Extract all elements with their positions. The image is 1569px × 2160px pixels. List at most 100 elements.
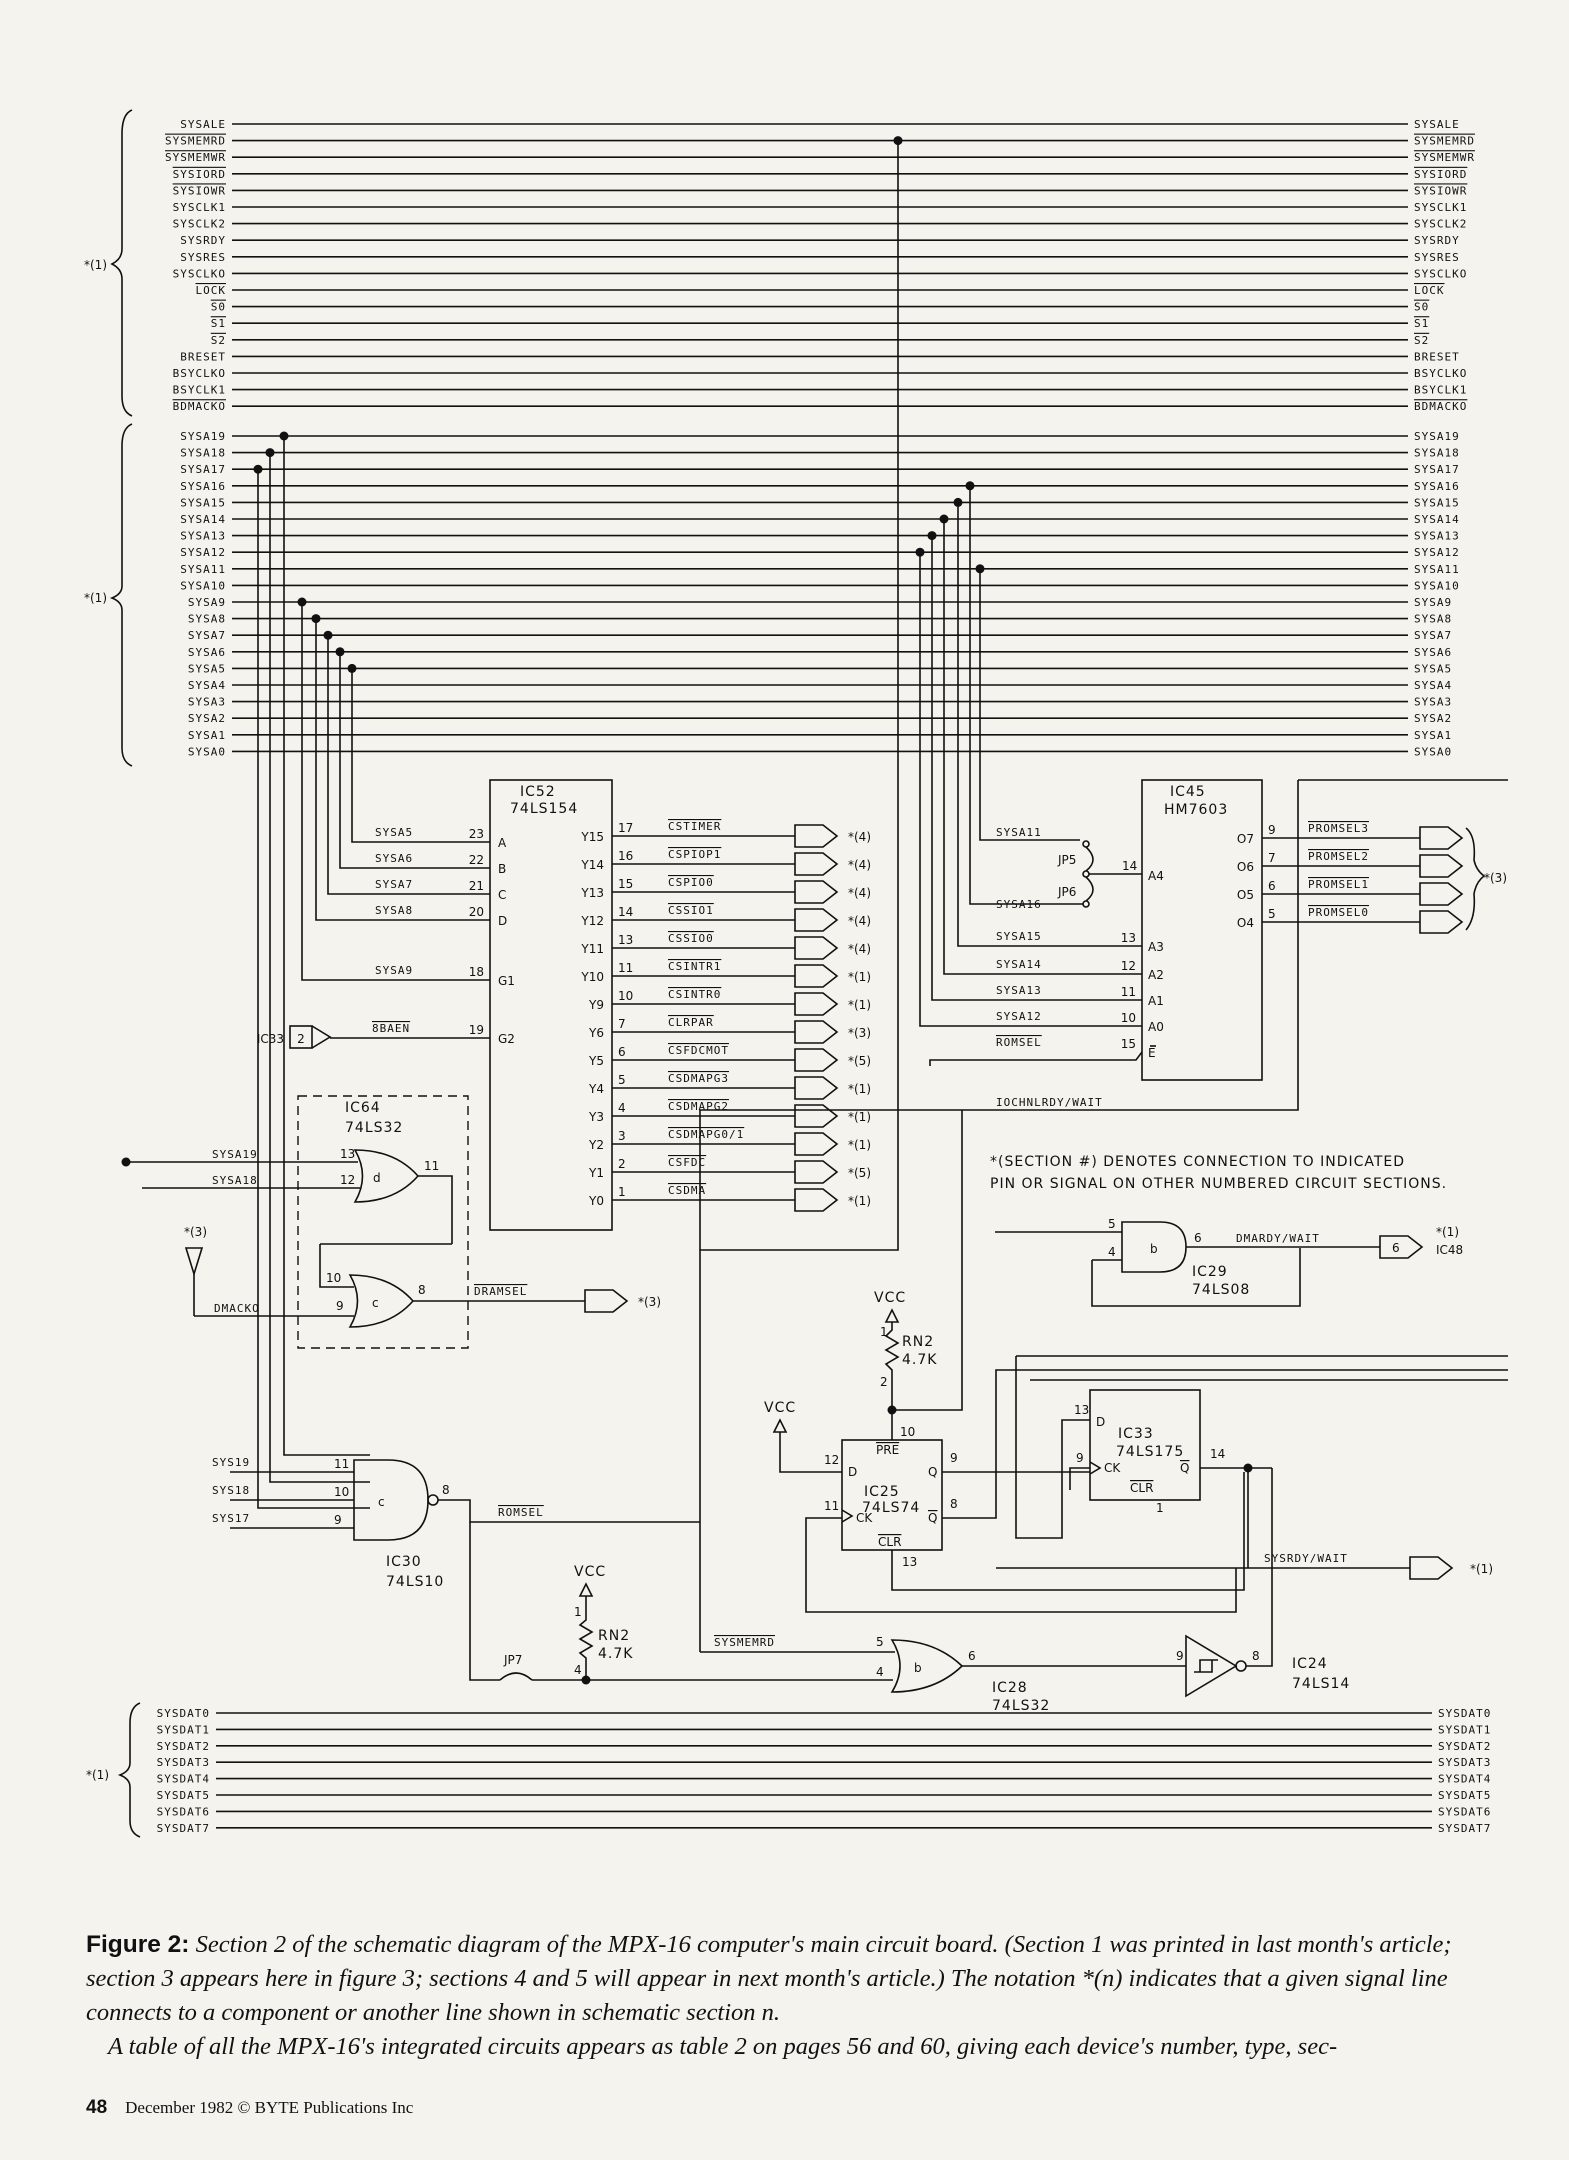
bus-label-right: SYSCLKO [1414,267,1467,280]
bus-label-left: SYSIORD [173,168,226,181]
address-label-left: SYSA13 [180,530,226,543]
ic52-output-connector [794,1132,839,1156]
ic33-ref-arrow [311,1025,332,1049]
ic29-in2-wire [1091,1248,1301,1307]
bus-label-left: BRESET [180,350,226,363]
ic45-input-wire [919,552,1142,1027]
ic25-clr: CLR [878,1535,901,1549]
ic45-pin: 10 [1121,1011,1136,1025]
ic52-output-connector [794,908,839,932]
bus-label-right: LOCK [1414,284,1445,297]
ic52-output-ref: *(1) [848,1082,871,1096]
ic30-input-label: SYS18 [212,1484,250,1497]
ic25-type: 74LS74 [862,1500,920,1516]
ic52-output-ref: *(1) [848,1138,871,1152]
ff-vcc: VCC [764,1400,796,1416]
ic25-name: IC25 [864,1484,900,1500]
ic52-out-pin: 10 [618,989,633,1003]
address-label-left: SYSA18 [180,447,226,460]
ic64-c-in1-wire [319,1244,354,1288]
bus-label-left: LOCK [196,284,227,297]
ic52-out-port: Y1 [588,1166,604,1180]
address-label-left: SYSA16 [180,480,226,493]
ic25-qbar-wire [942,1369,1508,1519]
bus-label-right: BRESET [1414,350,1460,363]
ic33-box [1089,1389,1201,1501]
ic45-romsel-label: ROMSEL [996,1036,1042,1049]
ic52-output-ref: *(5) [848,1054,871,1068]
ic45-out-port: O5 [1237,888,1254,902]
bus-label-left: S1 [211,317,226,330]
address-label-left: SYSA11 [180,563,226,576]
data-label-left: SYSDAT4 [157,1773,210,1786]
ic45-port: A1 [1148,994,1164,1008]
jp6-jumper [1085,876,1094,902]
ic45-name: IC45 [1170,784,1206,800]
ic52-port: B [498,862,506,876]
ic30-input-pin: 11 [334,1457,349,1471]
ic52-input-wire [339,651,490,869]
ic52-port: G2 [498,1032,515,1046]
ic52-input-wire [301,602,490,981]
ic33-q-pin: 14 [1210,1447,1225,1461]
rn2b-pin2: 4 [574,1663,582,1677]
bus-label-right: SYSRDY [1414,234,1460,247]
ic52-output-connector [794,1020,839,1044]
ic52-pin: 21 [469,879,484,893]
bus-label-left: BSYCLK1 [173,384,226,397]
ic52-output-label: CSDMA [668,1184,706,1197]
sysmemrd-drop-wire [699,140,899,1652]
bus-label-left: SYSRDY [180,234,226,247]
bus-label-left: SYSCLKO [173,267,226,280]
data-bus-brace [117,1702,141,1838]
address-label-right: SYSA11 [1414,563,1460,576]
ic30-input-label: SYS17 [212,1512,250,1525]
ic52-name: IC52 [520,784,556,800]
ic24-gate [1185,1634,1238,1698]
ic52-output-connector [794,880,839,904]
jp5-pin [1082,840,1090,848]
caption-continuation: A table of all the MPX-16's integrated c… [108,2033,1338,2060]
control-bus-ref: *(1) [84,258,107,272]
bus-label-right: SYSMEMRD [1414,135,1475,148]
ic25-qbar: Q [928,1511,937,1525]
address-label-right: SYSA6 [1414,646,1452,659]
ic45-output-label: PROMSEL0 [1308,906,1369,919]
bus-label-left: SYSALE [180,118,226,131]
ic52-output-connector [794,1076,839,1100]
rn2b-pin1: 1 [574,1605,582,1619]
ic52-output-label: CSSIO0 [668,932,714,945]
ic52-input-wire [327,635,490,895]
ic25-qbar-pin: 8 [950,1497,958,1511]
ic52-port: C [498,888,506,902]
ic25-q: Q [928,1465,937,1479]
ic52-out-pin: 3 [618,1129,626,1143]
data-label-right: SYSDAT5 [1438,1789,1491,1802]
ic52-output-label: CSSIO1 [668,904,714,917]
caption-label: Figure 2: [86,1931,190,1958]
data-label-left: SYSDAT6 [157,1805,210,1818]
bus-label-right: SYSCLK1 [1414,201,1467,214]
ic45-output-connector [1419,826,1464,850]
address-label-left: SYSA7 [188,629,226,642]
jp-common-pin [1082,870,1090,878]
ic45-input-wire [931,535,1142,1001]
ic33-clr-pin: 1 [1156,1501,1164,1515]
ic30-out-pin: 8 [442,1483,450,1497]
bus-label-left: S2 [211,334,226,347]
ic28-sysmemrd-label: SYSMEMRD [714,1636,775,1649]
ic45-port: E [1148,1046,1156,1060]
ic52-output-connector [794,1188,839,1212]
data-label-right: SYSDAT7 [1438,1822,1491,1835]
address-label-right: SYSA7 [1414,629,1452,642]
ic52-output-ref: *(4) [848,858,871,872]
ic52-output-label: CLRPAR [668,1016,714,1029]
ic64-type: 74LS32 [345,1120,403,1136]
ic52-out-port: Y3 [588,1110,604,1124]
ic25-clr-pin: 13 [902,1555,917,1569]
note-line1: *(SECTION #) DENOTES CONNECTION TO INDIC… [990,1154,1405,1170]
ic45-sysa16-label: SYSA16 [996,898,1042,911]
rn2t-to-iochnl-wire [892,1110,963,1411]
sysrdy-connector [1409,1556,1454,1580]
schematic-svg: SYSALESYSMEMRDSYSMEMWRSYSIORDSYSIOWRSYSC… [84,109,1508,1838]
